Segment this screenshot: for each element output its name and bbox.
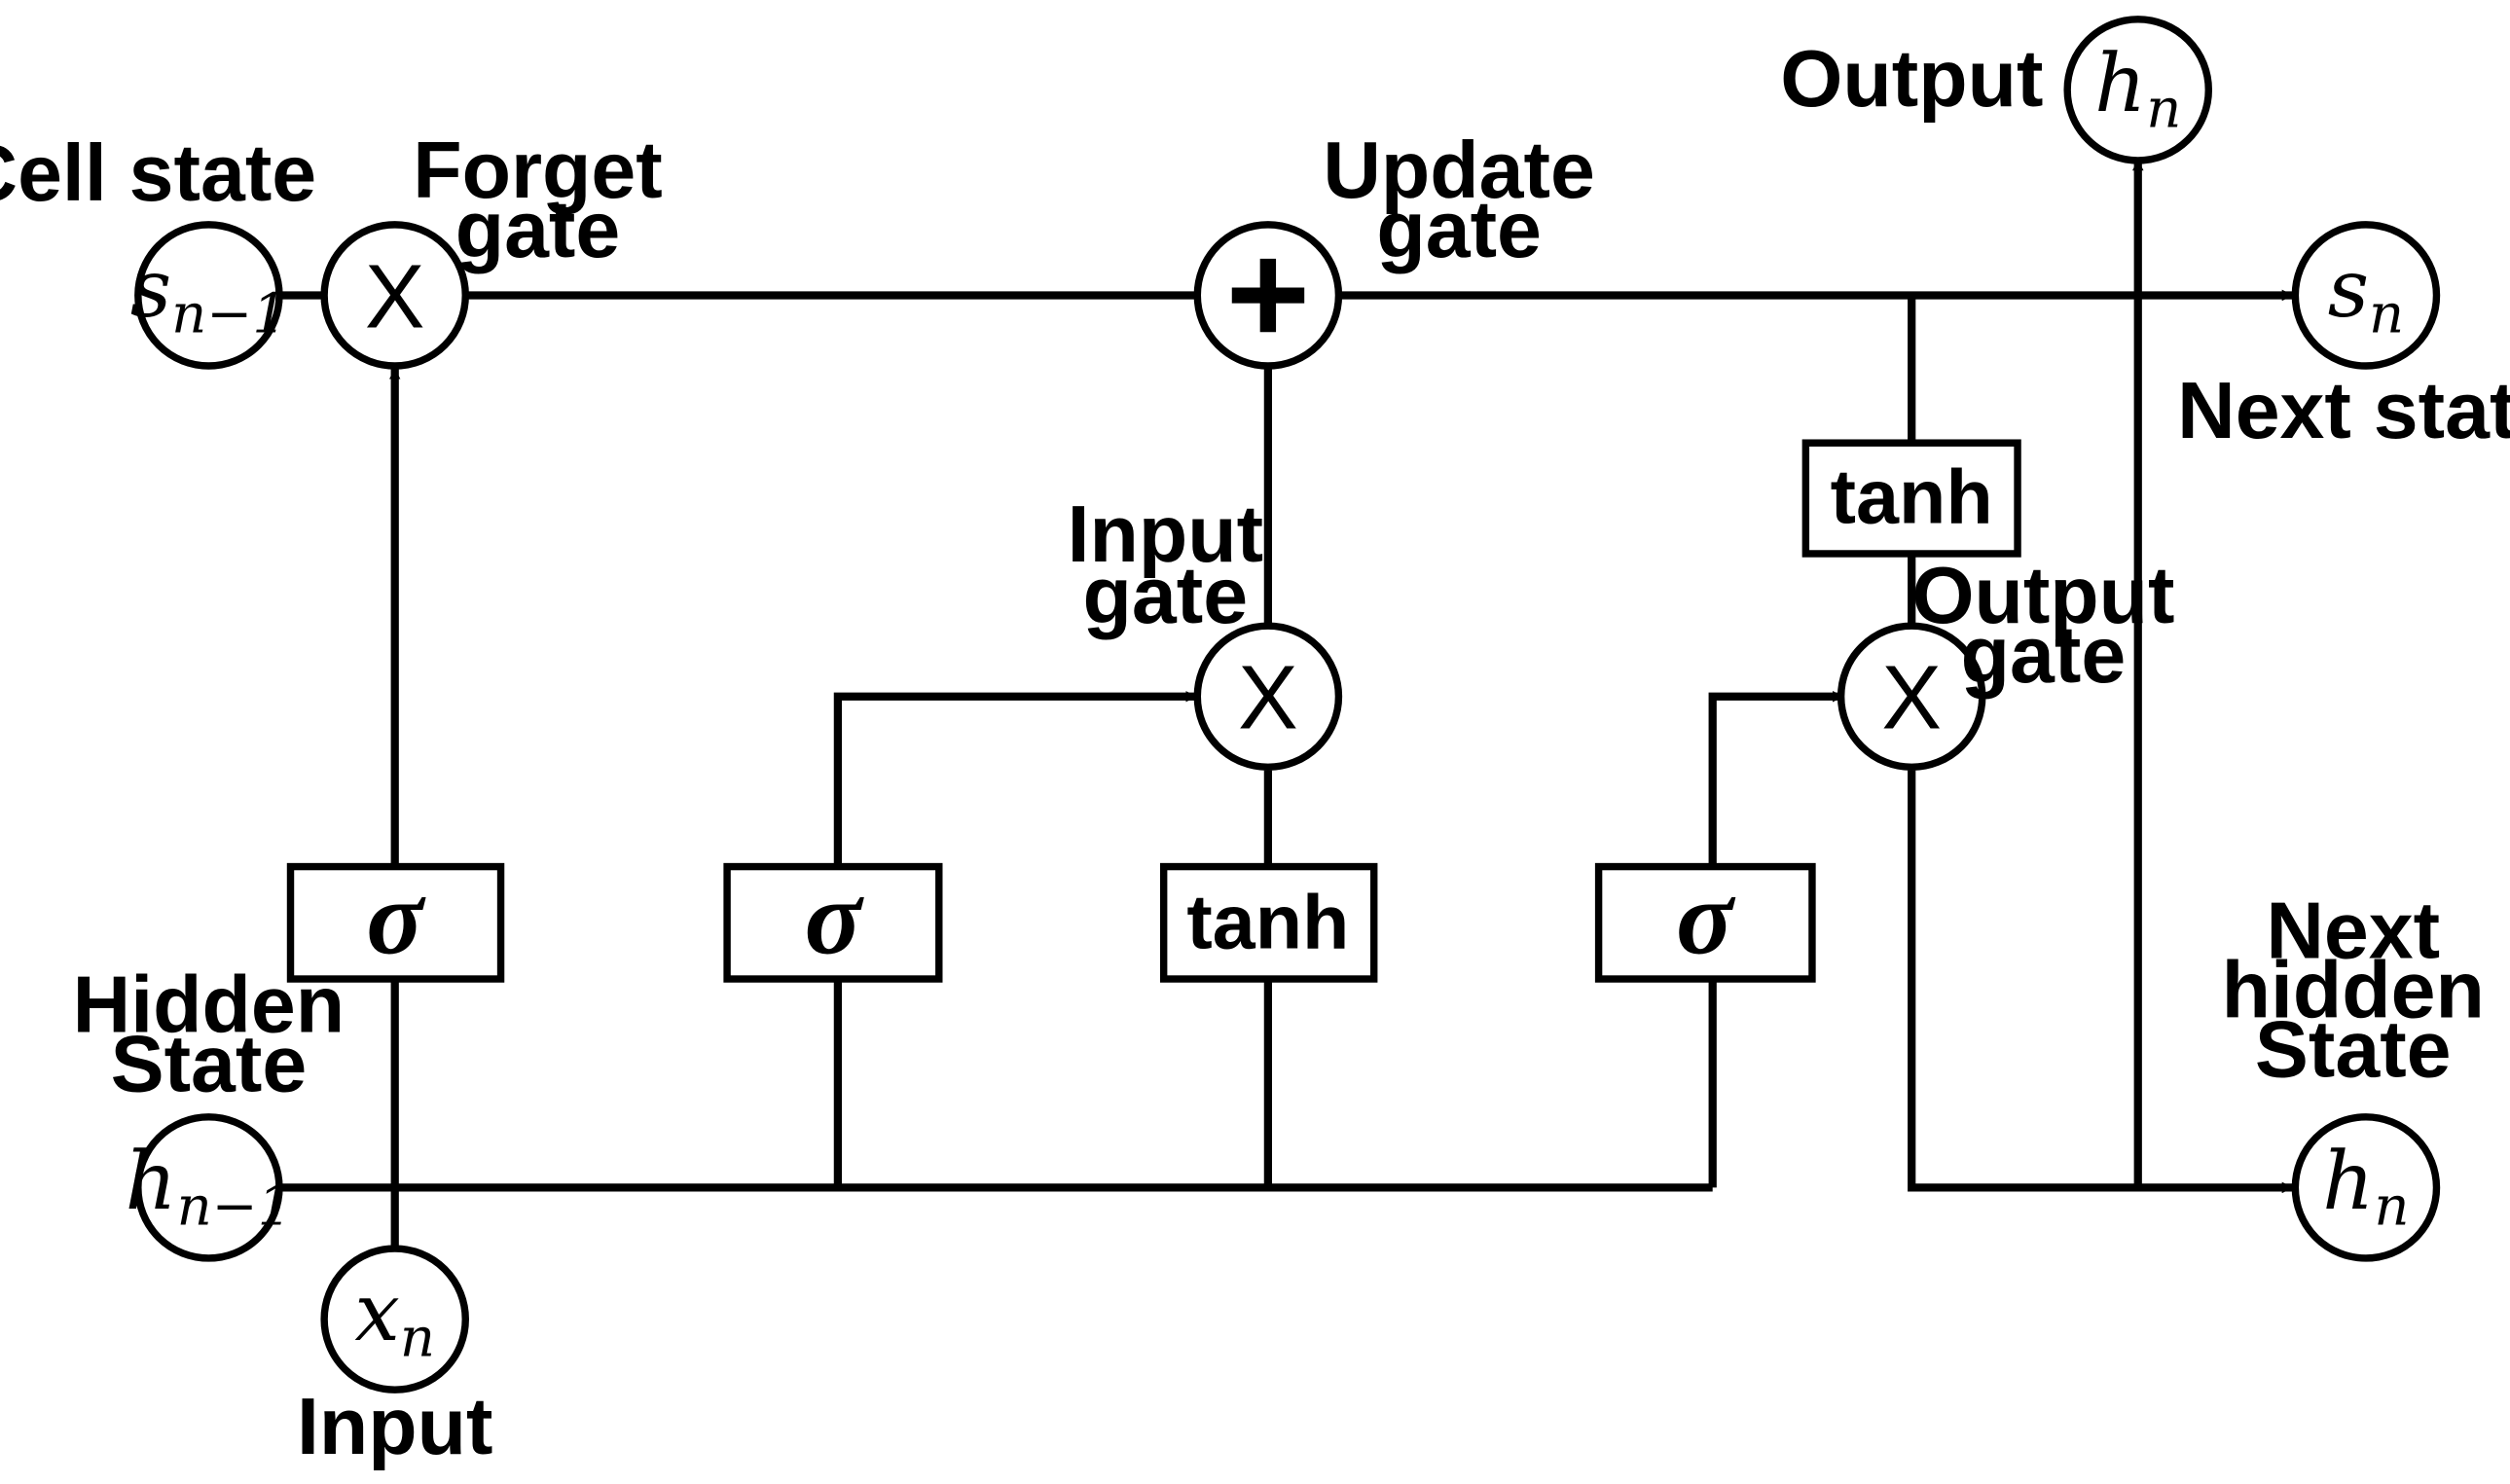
candidate-tanh-box: tanh bbox=[1159, 862, 1378, 983]
h-next-circle bbox=[2291, 1113, 2441, 1262]
output-sigma-rect bbox=[1594, 862, 1816, 983]
s-prev-circle bbox=[134, 221, 283, 370]
h-out-circle bbox=[2063, 16, 2213, 164]
forget-sigma-rect bbox=[286, 862, 505, 983]
output-gate-label-line1: Output bbox=[1911, 551, 2174, 640]
next-state-label: Next state bbox=[2177, 366, 2510, 455]
h-prev-circle bbox=[134, 1113, 283, 1262]
candidate-tanh-rect bbox=[1159, 862, 1378, 983]
next-hidden-state-label-line1: Next bbox=[2266, 887, 2440, 976]
input-sigma-symbol: σ bbox=[805, 859, 865, 977]
s-prev-symbol: sn−1 bbox=[130, 242, 287, 345]
input-multiply-circle bbox=[1193, 622, 1343, 772]
node-h-next: hn bbox=[2291, 1113, 2441, 1262]
input-gate-label-line2: gate bbox=[1083, 551, 1249, 640]
next-hidden-state-label-line3: State bbox=[2255, 1005, 2452, 1095]
node-h-prev: hn−1 bbox=[125, 1113, 292, 1262]
output-multiply-node: X bbox=[1837, 622, 1986, 772]
input-label: Input bbox=[297, 1382, 492, 1471]
forget-sigma-symbol: σ bbox=[366, 859, 426, 977]
input-sigma-to-multiply bbox=[833, 690, 1197, 867]
node-h-out: hn bbox=[2063, 16, 2213, 164]
output-to-next-hidden bbox=[1908, 770, 2294, 1194]
forget-multiply-symbol: X bbox=[365, 245, 425, 346]
input-gate-label-line1: Input bbox=[1068, 489, 1263, 579]
s-next-symbol: sn bbox=[2328, 242, 2404, 345]
output-sigma-symbol: σ bbox=[1676, 859, 1736, 977]
connections bbox=[280, 159, 2294, 1252]
node-x-in: xn bbox=[320, 1245, 469, 1394]
cell-state-label: Cell state bbox=[0, 128, 316, 218]
hidden-state-label-line1: Hidden bbox=[73, 959, 345, 1049]
x-in-circle bbox=[320, 1245, 469, 1394]
update-add-symbol: + bbox=[1226, 214, 1311, 375]
output-sigma-box: σ bbox=[1594, 859, 1816, 983]
cell-tanh-symbol: tanh bbox=[1831, 453, 1993, 540]
input-sigma-rect bbox=[723, 862, 943, 983]
forget-sigma-box: σ bbox=[286, 859, 505, 983]
update-add-circle bbox=[1193, 221, 1343, 370]
output-sigma-to-multiply bbox=[1708, 690, 1844, 867]
forget-multiply-circle bbox=[320, 221, 469, 370]
output-multiply-circle bbox=[1837, 622, 1986, 772]
node-s-prev: sn−1 bbox=[130, 221, 287, 370]
h-out-symbol: hn bbox=[2094, 37, 2181, 140]
candidate-tanh-symbol: tanh bbox=[1186, 879, 1349, 965]
cell-tanh-rect bbox=[1801, 439, 2021, 558]
cell-tanh-box: tanh bbox=[1801, 439, 2021, 558]
input-multiply-symbol: X bbox=[1238, 647, 1298, 748]
node-s-next: sn bbox=[2291, 221, 2441, 370]
hidden-state-label-line2: State bbox=[111, 1019, 308, 1108]
update-add-node: + bbox=[1193, 214, 1343, 375]
h-next-symbol: hn bbox=[2322, 1135, 2409, 1238]
forget-gate-label-line1: Forget bbox=[413, 126, 662, 215]
input-multiply-node: X bbox=[1193, 622, 1343, 772]
input-sigma-box: σ bbox=[723, 859, 943, 983]
output-gate-label-line2: gate bbox=[1961, 610, 2127, 700]
x-in-symbol: xn bbox=[354, 1266, 435, 1369]
next-hidden-state-label-line2: hidden bbox=[2222, 946, 2485, 1035]
h-prev-symbol: hn−1 bbox=[125, 1135, 292, 1238]
output-multiply-symbol: X bbox=[1881, 647, 1942, 748]
s-next-circle bbox=[2291, 221, 2441, 370]
update-gate-label-line2: gate bbox=[1376, 185, 1542, 274]
forget-gate-label-line2: gate bbox=[455, 185, 621, 274]
forget-multiply-node: X bbox=[320, 221, 469, 370]
update-gate-label-line1: Update bbox=[1323, 126, 1594, 215]
output-label: Output bbox=[1780, 34, 2043, 124]
